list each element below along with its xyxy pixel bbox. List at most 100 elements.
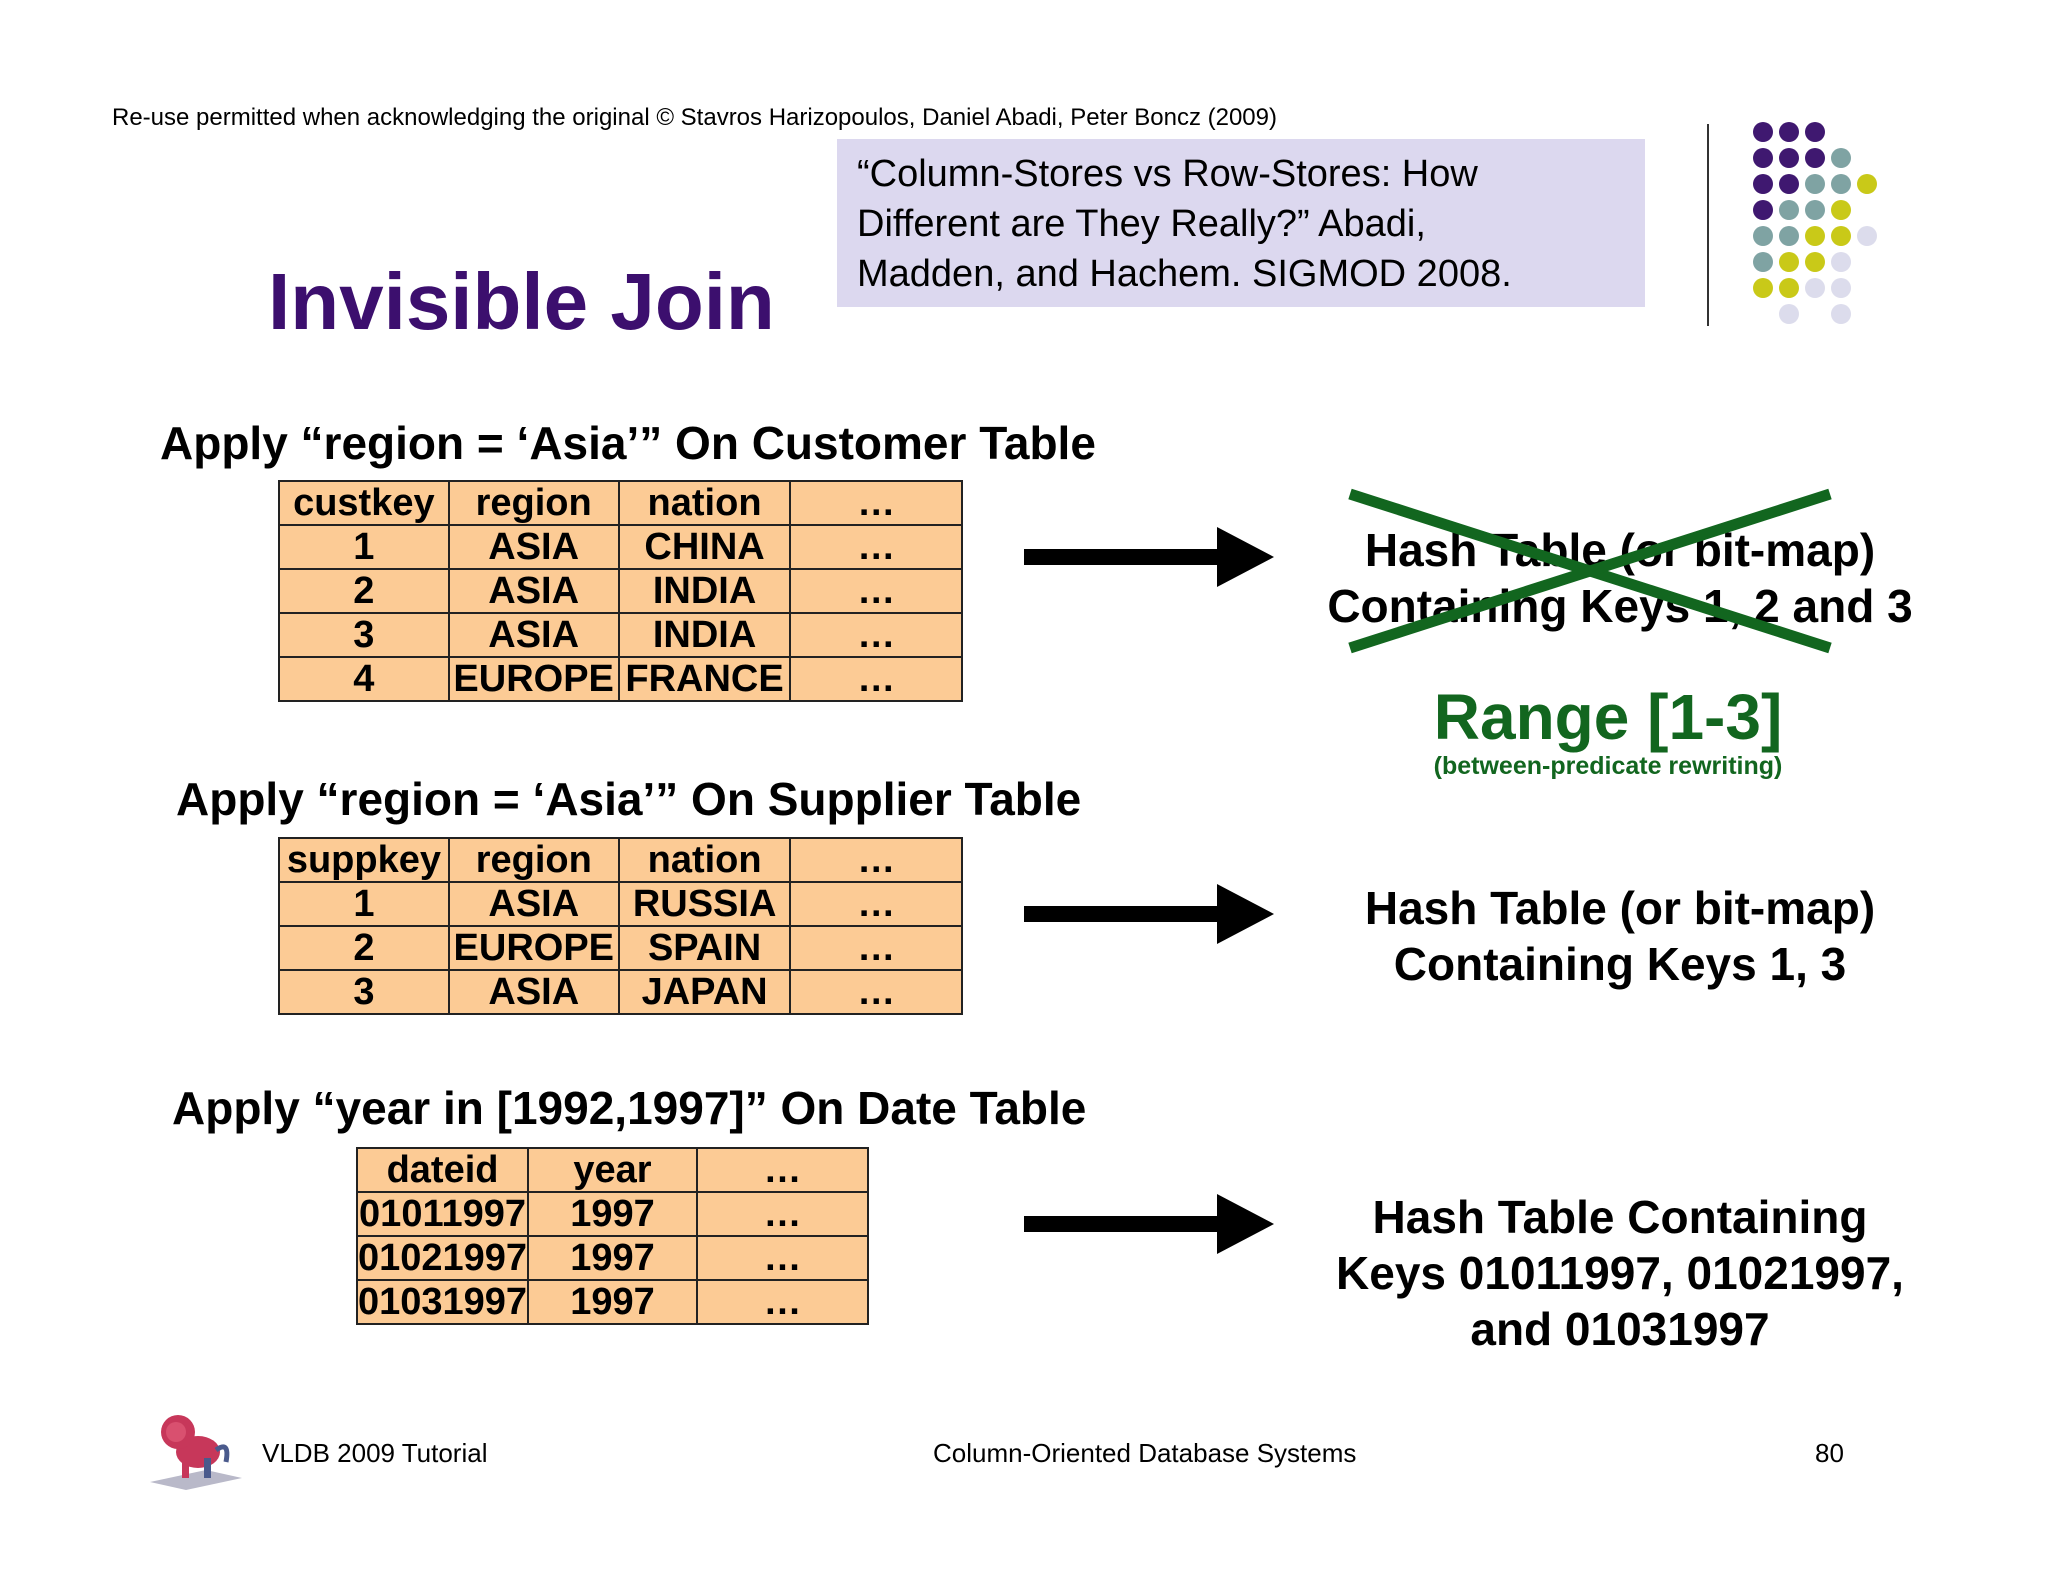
table-cell: EUROPE: [447, 925, 620, 971]
lion-logo-icon: [150, 1415, 242, 1490]
table-cell: 2: [278, 568, 450, 614]
table-cell: …: [789, 656, 963, 702]
table-cell: JAPAN: [617, 969, 792, 1015]
table-cell: ASIA: [447, 881, 620, 927]
table-cell: 01031997: [355, 1279, 530, 1325]
dot: [1779, 148, 1799, 168]
table-cell: EUROPE: [447, 656, 620, 702]
footer-center: Column-Oriented Database Systems: [933, 1438, 1357, 1468]
footer-left: VLDB 2009 Tutorial: [262, 1438, 488, 1468]
dot: [1831, 174, 1851, 194]
dot: [1805, 252, 1825, 272]
table-row: 4 EUROPE FRANCE …: [278, 656, 963, 702]
range-note: (between-predicate rewriting): [1433, 752, 1783, 780]
dot: [1857, 226, 1877, 246]
table-cell: ASIA: [447, 612, 620, 658]
table-cell: SPAIN: [617, 925, 792, 971]
dot: [1779, 174, 1799, 194]
arrow-right-icon: [1024, 884, 1274, 944]
dot: [1805, 278, 1825, 298]
table-cell: 1: [278, 881, 450, 927]
table-cell: 1997: [527, 1235, 698, 1281]
date-result: Hash Table Containing Keys 01011997, 010…: [1300, 1189, 1940, 1357]
dot: [1831, 304, 1851, 324]
table-cell: …: [789, 524, 963, 570]
table-row: 01011997 1997 …: [355, 1191, 870, 1237]
dot: [1779, 122, 1799, 142]
dot: [1805, 148, 1825, 168]
supplier-table: suppkey region nation … 1 ASIA RUSSIA … …: [278, 837, 963, 1015]
dot: [1753, 252, 1773, 272]
reference-line: “Column-Stores vs Row-Stores: How: [857, 153, 1478, 195]
dot: [1779, 278, 1799, 298]
reference-box: “Column-Stores vs Row-Stores: How Differ…: [837, 139, 1645, 307]
table-cell: FRANCE: [617, 656, 792, 702]
slide-title: Invisible Join: [268, 257, 775, 346]
dot: [1753, 148, 1773, 168]
section-heading-customer: Apply “region = ‘Asia’” On Customer Tabl…: [160, 417, 1096, 469]
table-cell: 3: [278, 969, 450, 1015]
dot: [1805, 122, 1825, 142]
column-header: …: [789, 480, 963, 526]
column-header: …: [695, 1147, 870, 1193]
table-cell: 01021997: [355, 1235, 530, 1281]
table-row: 1 ASIA CHINA …: [278, 524, 963, 570]
table-cell: …: [789, 969, 963, 1015]
result-line: Keys 01011997, 01021997,: [1336, 1247, 1904, 1299]
table-cell: 1997: [527, 1279, 698, 1325]
table-cell: 1: [278, 524, 450, 570]
dot: [1753, 278, 1773, 298]
table-cell: …: [695, 1191, 870, 1237]
divider-line: [1707, 124, 1709, 326]
dot: [1779, 252, 1799, 272]
dot: [1831, 252, 1851, 272]
result-line: Hash Table Containing: [1372, 1191, 1868, 1243]
dot: [1805, 226, 1825, 246]
column-header: nation: [617, 480, 792, 526]
table-row: 01031997 1997 …: [355, 1279, 870, 1325]
result-line: Hash Table (or bit-map): [1364, 524, 1876, 576]
table-row: 1 ASIA RUSSIA …: [278, 881, 963, 927]
column-header: dateid: [355, 1147, 530, 1193]
table-cell: INDIA: [617, 612, 792, 658]
column-header: year: [527, 1147, 698, 1193]
column-header: region: [447, 480, 620, 526]
dot: [1779, 200, 1799, 220]
dot: [1753, 174, 1773, 194]
column-header: region: [447, 837, 620, 883]
strike-cross-icon: [1348, 488, 1832, 654]
copyright-notice: Re-use permitted when acknowledging the …: [112, 104, 1277, 131]
arrow-right-icon: [1024, 527, 1274, 587]
table-header-row: suppkey region nation …: [278, 837, 963, 883]
reference-line: Different are They Really?” Abadi,: [857, 203, 1426, 245]
supplier-result: Hash Table (or bit-map) Containing Keys …: [1300, 880, 1940, 992]
table-row: 3 ASIA JAPAN …: [278, 969, 963, 1015]
dot: [1831, 148, 1851, 168]
range-label: Range [1-3]: [1433, 681, 1783, 753]
table-header-row: dateid year …: [355, 1147, 870, 1193]
date-table: dateid year … 01011997 1997 … 01021997 1…: [355, 1147, 870, 1325]
table-cell: 4: [278, 656, 450, 702]
table-cell: 3: [278, 612, 450, 658]
table-cell: …: [695, 1235, 870, 1281]
table-header-row: custkey region nation …: [278, 480, 963, 526]
column-header: suppkey: [278, 837, 450, 883]
table-cell: 2: [278, 925, 450, 971]
table-cell: INDIA: [617, 568, 792, 614]
column-header: nation: [617, 837, 792, 883]
table-cell: 01011997: [355, 1191, 530, 1237]
table-cell: …: [789, 925, 963, 971]
table-cell: …: [789, 881, 963, 927]
page-number: 80: [1815, 1438, 1844, 1468]
customer-table: custkey region nation … 1 ASIA CHINA … 2…: [278, 480, 963, 702]
reference-line: Madden, and Hachem. SIGMOD 2008.: [857, 253, 1512, 295]
dot: [1805, 200, 1825, 220]
section-heading-supplier: Apply “region = ‘Asia’” On Supplier Tabl…: [176, 773, 1082, 825]
dot: [1857, 174, 1877, 194]
dot: [1779, 226, 1799, 246]
dot: [1805, 174, 1825, 194]
table-row: 3 ASIA INDIA …: [278, 612, 963, 658]
dot: [1831, 200, 1851, 220]
arrow-right-icon: [1024, 1194, 1274, 1254]
table-cell: ASIA: [447, 524, 620, 570]
